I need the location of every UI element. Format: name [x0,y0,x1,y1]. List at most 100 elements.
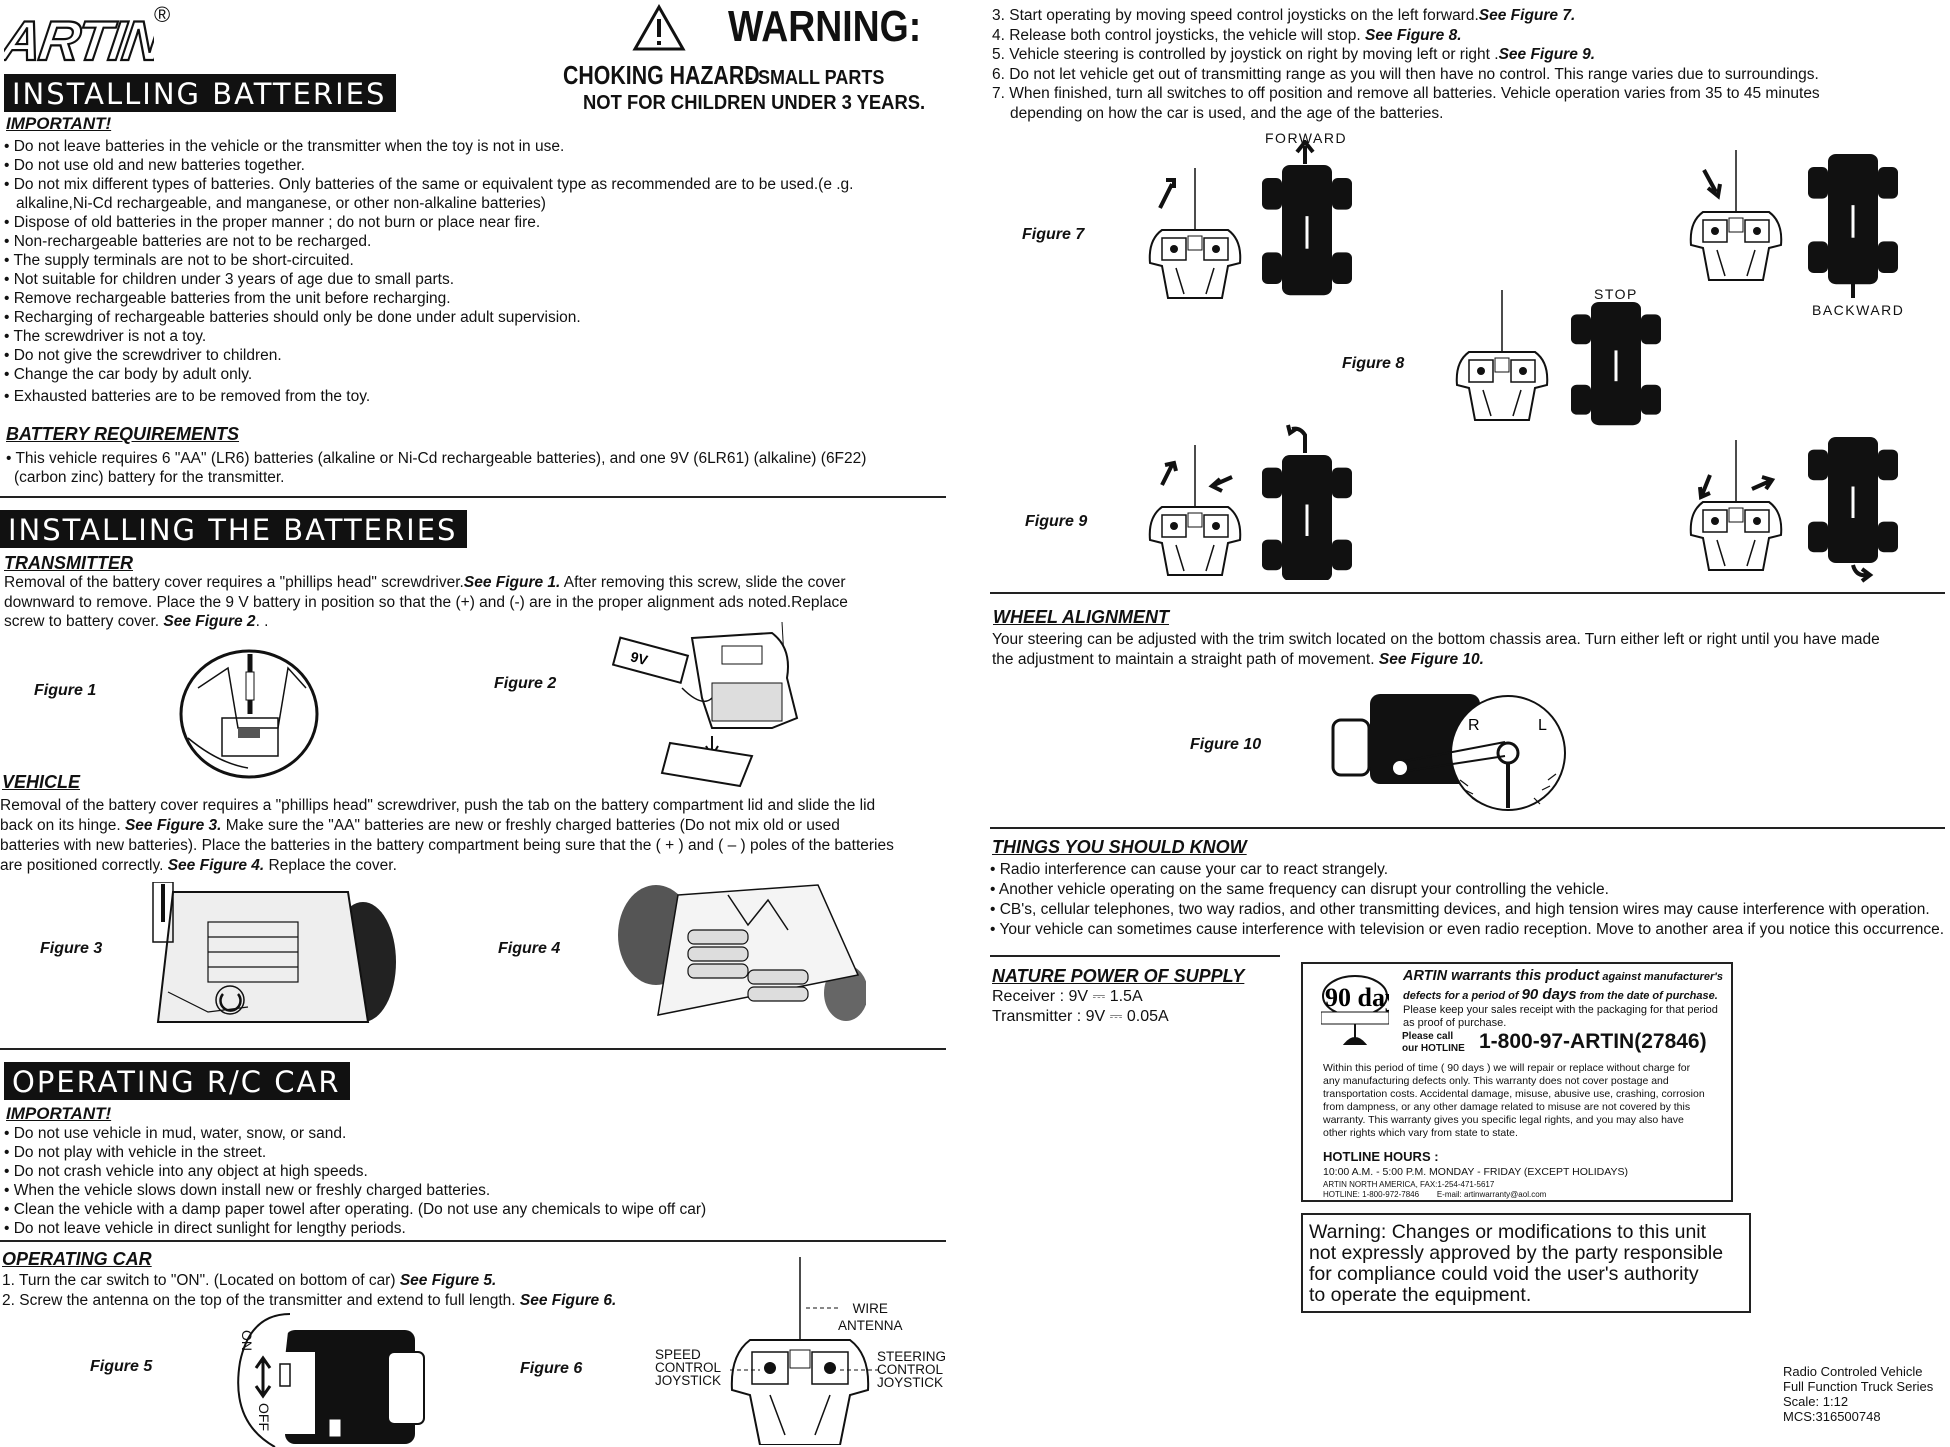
text: as proof of purchase. [1403,1017,1507,1029]
text: downward to remove. Place the 9 V batter… [4,593,848,611]
hotline-number: 1-800-97-ARTIN(27846) [1479,1030,1707,1053]
figure-ref: See Figure 8. [1365,26,1462,44]
transmitter-heading: TRANSMITTER [4,553,133,573]
battery-9v-label: 9V [629,648,650,668]
text: any manufacturing defects only. This war… [1323,1075,1669,1087]
logo-text: ARTIN [4,9,154,66]
divider [990,592,1945,594]
battery-requirements-line1: • This vehicle requires 6 "AA" (LR6) bat… [6,450,867,467]
text: Replace the cover. [264,857,397,874]
things-list: Radio interference can cause your car to… [990,860,1944,940]
switch-on-label: ON [239,1330,255,1351]
text: Within this period of time ( 90 days ) w… [1323,1062,1691,1074]
text: STEERING [877,1349,947,1364]
transmitter-power: Transmitter : 9V ⎓ 0.05A [992,1008,1169,1025]
list-item-cont: alkaline,Ni-Cd rechargeable, and mangane… [16,195,546,212]
text: 1. Turn the car switch to "ON". (Located… [2,1272,400,1289]
text: are positioned correctly. [0,857,168,874]
important-heading: IMPORTANT! [6,114,112,133]
battery-requirements-line2: (carbon zinc) battery for the transmitte… [14,469,285,486]
figure-9-label: Figure 9 [1025,513,1088,530]
list-item: Exhausted batteries are to be removed fr… [4,387,853,406]
figure-ref: See Figure 1. [463,574,561,591]
list-item: Do not mix different types of batteries.… [4,175,854,194]
transmitter-paragraph: Removal of the battery cover requires a … [4,573,848,632]
text: from dampness, or any other damage relat… [1323,1101,1691,1113]
text: Full Function Truck Series [1783,1379,1934,1394]
figure-8-label: Figure 8 [1342,355,1405,372]
section-installing-batteries: INSTALLING BATTERIES [4,74,397,112]
warning-title: WARNING: [728,2,922,51]
figure-1-label: Figure 1 [34,682,97,699]
list-item: Dispose of old batteries in the proper m… [4,213,853,232]
divider [990,827,1945,829]
section-operating-rc-car: OPERATING R/C CAR [4,1062,351,1100]
text: WIRE [852,1301,888,1316]
figure-10-image: R L [1330,690,1570,815]
list-item: CB's, cellular telephones, two way radio… [990,900,1944,920]
text: for compliance could void the user's aut… [1309,1263,1699,1285]
battery-requirements-heading: BATTERY REQUIREMENTS [6,424,240,444]
operating-steps: 1. Turn the car switch to "ON". (Located… [2,1271,616,1310]
warranty-headline: ARTIN warrants this product against manu… [1403,968,1723,984]
figure-6-label: Figure 6 [520,1360,583,1377]
registered-mark: ® [154,2,171,27]
warranty-body: Within this period of time ( 90 days ) w… [1323,1062,1705,1140]
figure-7b-image [1686,150,1906,300]
list-item: Change the car body by adult only. [4,365,853,384]
forward-label: FORWARD [1265,130,1348,146]
figure-3-label: Figure 3 [40,940,103,957]
operating-car-heading: OPERATING CAR [2,1249,152,1269]
figure-4-label: Figure 4 [498,940,561,957]
artin-north-america: ARTIN NORTH AMERICA, FAX:1-254-471-5617 [1323,1180,1495,1189]
figure-ref: See Figure 3. [124,817,222,834]
things-you-should-know-heading: THINGS YOU SHOULD KNOW [992,837,1247,857]
list-item: Radio interference can cause your car to… [990,860,1944,880]
text: Radio Controled Vehicle [1783,1364,1923,1379]
text: After removing this screw, slide the cov… [560,574,846,591]
divider [0,496,946,498]
list-item: Do not use old and new batteries togethe… [4,156,853,175]
text: 4. Release both control joysticks, the v… [992,26,1366,44]
list-item: Clean the vehicle with a damp paper towe… [4,1200,706,1219]
text: Removal of the battery cover requires a … [4,574,464,591]
text: to operate the equipment. [1309,1284,1532,1306]
operating-warning-list: Do not use vehicle in mud, water, snow, … [4,1124,706,1238]
leader-lines [700,1300,920,1390]
list-item: Non-rechargeable batteries are not to be… [4,232,853,251]
text: back on its hinge. [0,817,125,834]
backward-label: BACKWARD [1812,302,1905,318]
vehicle-heading: VEHICLE [2,772,81,792]
divider [0,1240,946,1242]
text: CONTROL [877,1362,944,1377]
wheel-alignment-paragraph: Your steering can be adjusted with the t… [992,630,1880,670]
list-item: Do not leave vehicle in direct sunlight … [4,1219,706,1238]
figure-8-image [1455,270,1665,430]
text: ANTENNA [838,1318,903,1333]
text: 90 days [1521,986,1577,1003]
text: SPEED [655,1347,701,1362]
figure-9b-image [1686,425,1906,585]
receiver-power: Receiver : 9V ⎓ 1.5A [992,988,1143,1005]
list-item: Do not play with vehicle in the street. [4,1143,706,1162]
text: from the date of purchase. [1576,990,1718,1002]
text: not expressly approved by the party resp… [1309,1242,1724,1264]
choking-hazard: CHOKING HAZARD [563,60,760,90]
list-item: Not suitable for children under 3 years … [4,270,853,289]
list-item: The supply terminals are not to be short… [4,251,853,270]
figure-6-image [730,1255,880,1445]
figure-ref: See Figure 4. [167,857,265,874]
figure-5-label: Figure 5 [90,1358,153,1375]
trim-r-label: R [1468,717,1480,734]
hotline-hours: 10:00 A.M. - 5:00 P.M. MONDAY - FRIDAY (… [1323,1166,1628,1178]
text: . . [255,613,269,630]
wheel-alignment-heading: WHEEL ALIGNMENT [993,607,1169,627]
artin-logo: ARTIN [4,8,154,66]
small-parts: - SMALL PARTS [747,67,885,89]
figure-10-label: Figure 10 [1190,736,1262,753]
list-item: Recharging of rechargeable batteries sho… [4,308,853,327]
text: 6. Do not let vehicle get out of transmi… [992,65,1819,83]
figure-4-image [618,875,866,1023]
